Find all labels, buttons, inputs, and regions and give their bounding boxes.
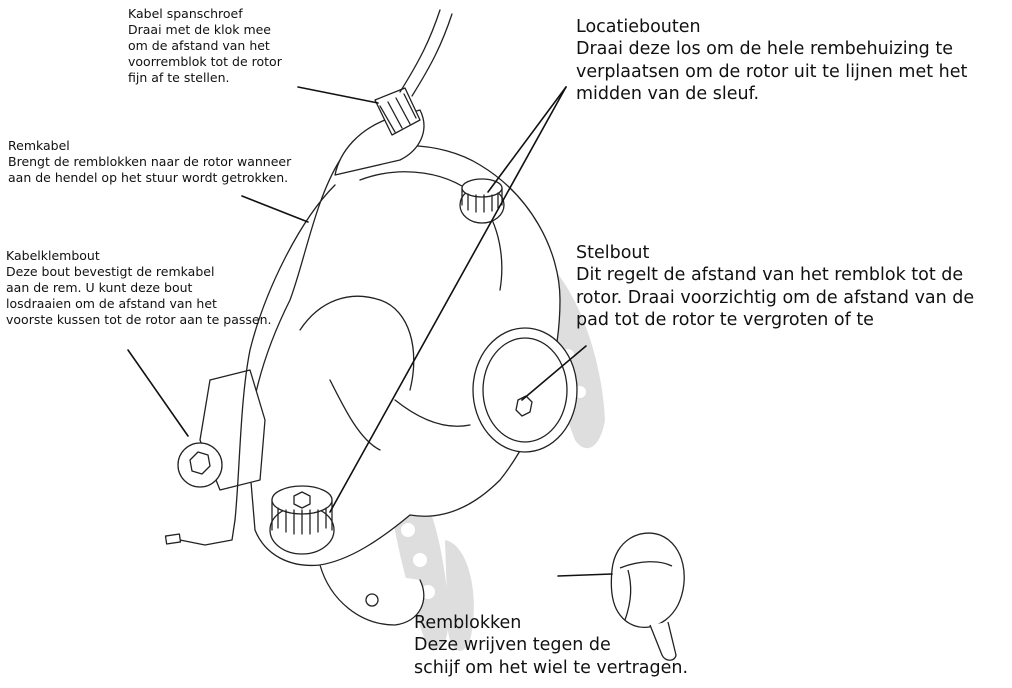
label-title: Remblokken: [414, 612, 688, 634]
label-remblokken: Remblokken Deze wrijven tegen de schijf …: [414, 612, 688, 679]
label-text: rotor. Draai voorzichtig om de afstand v…: [576, 287, 974, 309]
label-remkabel: Remkabel Brengt de remblokken naar de ro…: [8, 138, 291, 186]
leader-locatiebouten-upper: [488, 87, 566, 192]
label-text: voorremblok tot de rotor: [128, 54, 282, 70]
label-text: losdraaien om de afstand van het: [6, 296, 271, 312]
label-title: Kabel spanschroef: [128, 6, 282, 22]
label-text: schijf om het wiel te vertragen.: [414, 657, 688, 679]
label-kabelklembout: Kabelklembout Deze bout bevestigt de rem…: [6, 248, 271, 328]
label-text: Dit regelt de afstand van het remblok to…: [576, 264, 974, 286]
label-text: verplaatsen om de rotor uit te lijnen me…: [576, 61, 967, 83]
leader-remkabel: [242, 196, 308, 222]
label-text: om de afstand van het: [128, 38, 282, 54]
label-text: Deze wrijven tegen de: [414, 634, 688, 656]
label-text: pad tot de rotor te vergroten of te: [576, 309, 974, 331]
label-title: Locatiebouten: [576, 16, 967, 38]
label-text: voorste kussen tot de rotor aan te passe…: [6, 312, 271, 328]
leader-kabel-spanschroef: [298, 87, 378, 103]
label-text: fijn af te stellen.: [128, 70, 282, 86]
label-title: Stelbout: [576, 242, 974, 264]
label-locatiebouten: Locatiebouten Draai deze los om de hele …: [576, 16, 967, 106]
label-text: aan de hendel op het stuur wordt getrokk…: [8, 170, 291, 186]
label-text: aan de rem. U kunt deze bout: [6, 280, 271, 296]
label-text: midden van de sleuf.: [576, 83, 967, 105]
label-text: Draai deze los om de hele rembehuizing t…: [576, 38, 967, 60]
label-title: Remkabel: [8, 138, 291, 154]
label-stelbout: Stelbout Dit regelt de afstand van het r…: [576, 242, 974, 332]
label-text: Deze bout bevestigt de remkabel: [6, 264, 271, 280]
label-text: Brengt de remblokken naar de rotor wanne…: [8, 154, 291, 170]
label-kabel-spanschroef: Kabel spanschroef Draai met de klok mee …: [128, 6, 282, 86]
label-text: Draai met de klok mee: [128, 22, 282, 38]
leader-remblokken: [558, 574, 612, 576]
leader-kabelklembout: [128, 350, 188, 436]
label-title: Kabelklembout: [6, 248, 271, 264]
